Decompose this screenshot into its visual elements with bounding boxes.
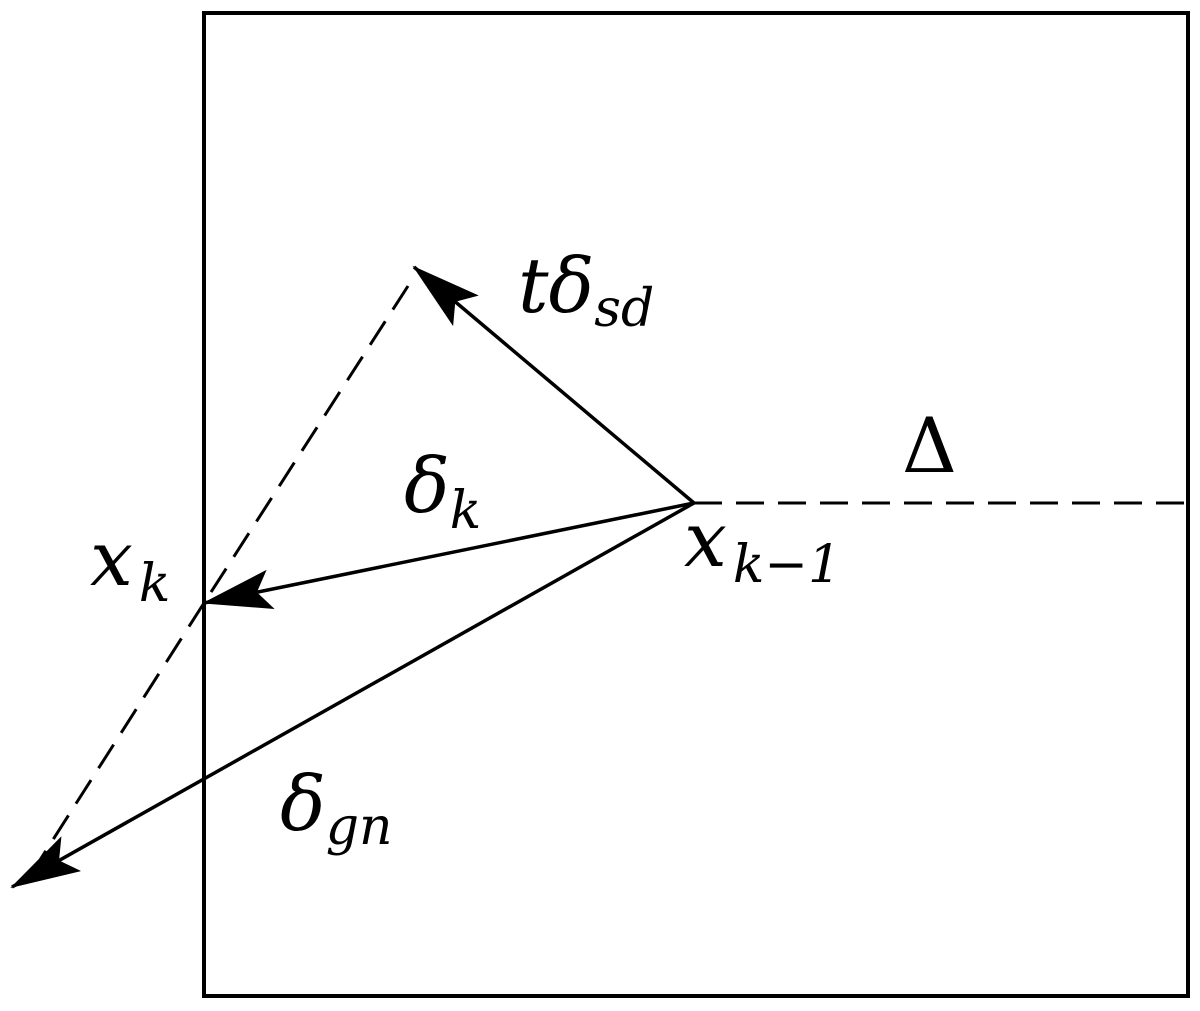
dogleg-path-lower bbox=[38, 602, 206, 861]
trust-region-box bbox=[202, 11, 1190, 998]
gauss-newton-arrow bbox=[10, 501, 695, 889]
dogleg-path-upper bbox=[202, 285, 410, 604]
delta-gn-label: δgn bbox=[280, 759, 393, 857]
delta-k-label: δk bbox=[404, 441, 481, 541]
delta-k-arrow bbox=[202, 501, 695, 609]
trust-radius-label: Δ bbox=[902, 401, 957, 490]
t-delta-sd-label: tδsd bbox=[518, 241, 654, 339]
steepest-descent-arrow bbox=[412, 265, 696, 505]
